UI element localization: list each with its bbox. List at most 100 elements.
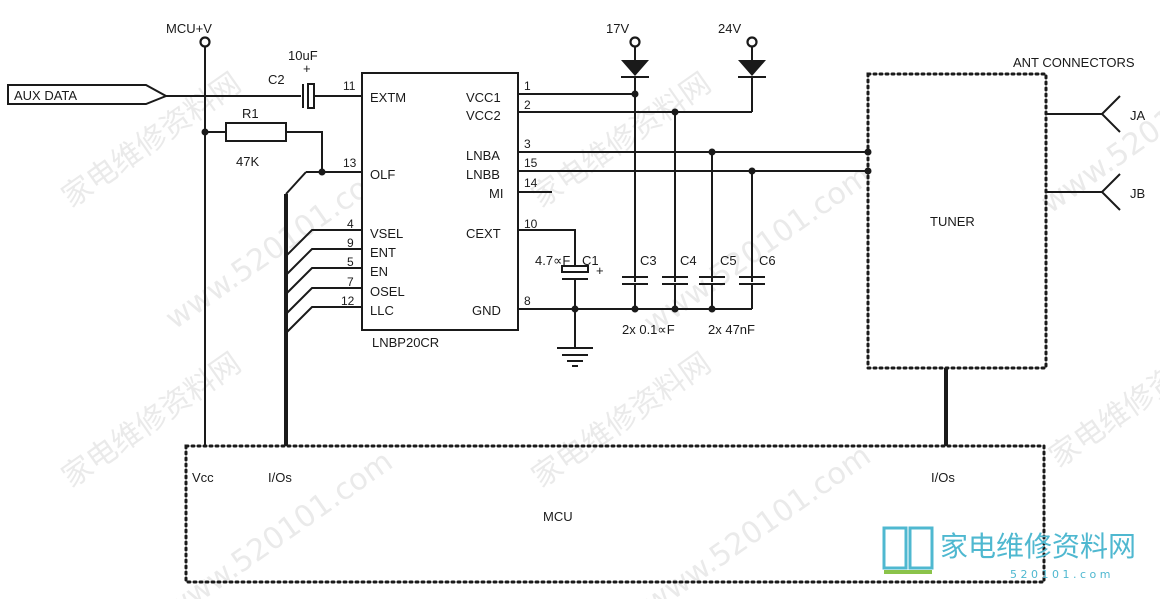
olf-bus-diagonal — [285, 171, 307, 195]
book-logo-icon — [882, 526, 934, 574]
mcu-ios-right-label: I/Os — [931, 470, 955, 485]
diode-icon — [621, 60, 649, 76]
mcu-vcc-label: Vcc — [192, 470, 214, 485]
antenna-jb-icon — [1100, 173, 1121, 211]
pin-label: VCC2 — [466, 108, 501, 123]
ic-left-pins: 11 EXTM 13 OLF 4 VSEL 9 ENT 5 EN 7 OSEL … — [341, 79, 406, 318]
osel-bus-wire — [285, 287, 362, 315]
c2-plate-polarized — [307, 83, 315, 109]
pin-number: 15 — [524, 156, 538, 170]
r1-value: 47K — [236, 154, 259, 169]
capacitor-c3: C3 — [622, 253, 657, 309]
logo-page-left — [882, 526, 908, 570]
watermark-logo: 家电维修资料网 5 2 0 1 0 1 . c o m — [882, 526, 1136, 581]
junction-dot — [671, 305, 679, 313]
jb-label: JB — [1130, 186, 1145, 201]
pin-number: 12 — [341, 294, 355, 308]
c1-ref: C1 — [582, 253, 599, 268]
watermark: 家电维修资料网 www.520101.com 家电维修资料网 www.52010… — [56, 38, 1160, 599]
control-bus — [284, 194, 362, 446]
ic-body — [361, 72, 519, 331]
capacitor-c6: C6 — [739, 253, 776, 309]
tuner-label: TUNER — [930, 214, 975, 229]
r1-body — [225, 122, 287, 142]
pin-label: OLF — [370, 167, 395, 182]
capacitor-c1: 4.7∝F C1 + — [535, 253, 604, 348]
pin-label: VCC1 — [466, 90, 501, 105]
c6-ref: C6 — [759, 253, 776, 268]
watermark-text: 家电维修资料网 — [56, 346, 248, 495]
capacitor-c4: C4 — [662, 253, 697, 309]
ent-bus-wire — [285, 248, 362, 276]
v17-label: 17V — [606, 21, 629, 36]
vsel-bus-wire — [285, 229, 362, 257]
pin-number: 8 — [524, 294, 531, 308]
ground-icon — [557, 347, 593, 367]
pin-label: VSEL — [370, 226, 403, 241]
logo-url: 5 2 0 1 0 1 . c o m — [1010, 568, 1110, 581]
c3-ref: C3 — [640, 253, 657, 268]
mcu-label: MCU — [543, 509, 573, 524]
supply-terminal-icon — [199, 36, 211, 48]
diode-icon — [738, 60, 766, 76]
resistor-r1: R1 47K — [201, 106, 362, 176]
c2-ref: C2 — [268, 72, 285, 87]
junction-dot — [631, 305, 639, 313]
c1-value: 4.7∝F — [535, 253, 570, 268]
antenna-connectors: ANT CONNECTORS JA JB — [1013, 55, 1146, 211]
pin-number: 14 — [524, 176, 538, 190]
watermark-text: 家电维修资料网 — [1043, 326, 1160, 475]
aux-data-flag — [7, 84, 169, 105]
pin-label: LLC — [370, 303, 394, 318]
ant-title: ANT CONNECTORS — [1013, 55, 1135, 70]
c5-ref: C5 — [720, 253, 737, 268]
pin-number: 2 — [524, 98, 531, 112]
ic-lnbp20cr: LNBP20CR 11 EXTM 13 OLF 4 VSEL 9 ENT 5 E… — [341, 72, 538, 350]
watermark-text: 家电维修资料网 — [526, 66, 718, 215]
capacitor-c5: C5 — [699, 253, 737, 309]
pin-number: 1 — [524, 79, 531, 93]
pin-number: 7 — [347, 275, 354, 289]
pin-number: 4 — [347, 217, 354, 231]
tuner-box — [866, 72, 1048, 370]
ic-name: LNBP20CR — [372, 335, 439, 350]
v24-label: 24V — [718, 21, 741, 36]
logo-text: 家电维修资料网 — [940, 530, 1136, 563]
pin-number: 9 — [347, 236, 354, 250]
mcu-v-supply: MCU+V — [166, 21, 212, 446]
mcu-v-label: MCU+V — [166, 21, 212, 36]
c1-plus-icon: + — [596, 263, 604, 278]
pin-label: OSEL — [370, 284, 405, 299]
c56-value: 2x 47nF — [708, 322, 755, 337]
c2-plus-icon: + — [303, 61, 311, 76]
watermark-text: 家电维修资料网 — [526, 346, 718, 495]
llc-bus-wire — [285, 306, 362, 334]
pin-label: LNBA — [466, 148, 500, 163]
pin-label: ENT — [370, 245, 396, 260]
pin-label: EN — [370, 264, 388, 279]
c4-ref: C4 — [680, 253, 697, 268]
pin-number: 3 — [524, 137, 531, 151]
pin-number: 5 — [347, 255, 354, 269]
junction-dot — [571, 305, 579, 313]
cext-wire — [518, 229, 576, 266]
r1-ref: R1 — [242, 106, 259, 121]
ic-right-pins: 1 VCC1 2 VCC2 3 LNBA 15 LNBB 14 MI 10 CE… — [466, 79, 538, 318]
junction-dot — [631, 90, 639, 98]
pin-number: 10 — [524, 217, 538, 231]
c1-plate-polarized — [561, 265, 589, 273]
junction-dot — [708, 305, 716, 313]
supply-terminal-icon — [746, 36, 758, 48]
pin-label: GND — [472, 303, 501, 318]
watermark-url: www.520101.com — [637, 438, 877, 599]
mcu-box — [184, 444, 1046, 584]
pin-number: 11 — [343, 79, 356, 93]
mcu-ios-left-label: I/Os — [268, 470, 292, 485]
pin-label: EXTM — [370, 90, 406, 105]
en-bus-wire — [285, 267, 362, 295]
capacitor-c2: 10uF + C2 — [268, 48, 362, 109]
ja-label: JA — [1130, 108, 1146, 123]
supply-terminal-icon — [629, 36, 641, 48]
pin-label: MI — [489, 186, 503, 201]
